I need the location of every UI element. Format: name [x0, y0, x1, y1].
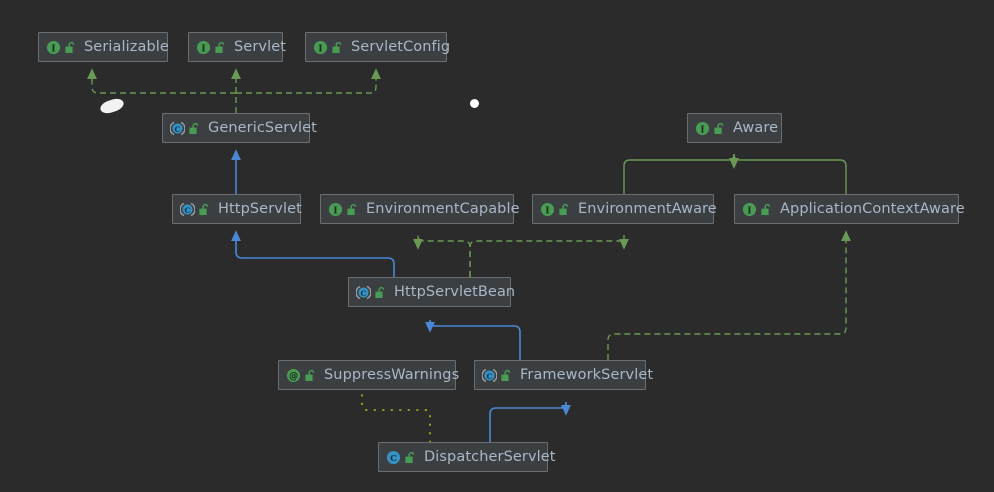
class-node-label: DispatcherServlet [424, 448, 556, 465]
abstract-class-icon: C [179, 202, 196, 217]
node-icon-group: I [46, 40, 77, 55]
node-icon-group: C [179, 202, 211, 217]
edge-frameworkservlet-extends-httpservletbean [425, 319, 521, 360]
public-lock-icon [500, 368, 513, 382]
public-lock-icon [374, 285, 387, 299]
node-icon-group: I [742, 202, 773, 217]
svg-text:I: I [333, 205, 337, 216]
node-icon-group: I [328, 202, 359, 217]
svg-text:I: I [201, 43, 205, 54]
edge-genericservlet-implements-group [87, 68, 381, 113]
cursor-blob-marker [98, 96, 126, 116]
public-lock-icon [558, 202, 571, 216]
class-node-servlet[interactable]: I Servlet [188, 32, 287, 62]
class-node-label: Servlet [234, 38, 287, 55]
class-node-dispatcherservlet[interactable]: C DispatcherServlet [378, 442, 555, 472]
svg-text:I: I [700, 124, 704, 135]
interface-icon: I [196, 40, 211, 55]
class-node-label: EnvironmentAware [578, 200, 717, 217]
public-lock-icon [188, 121, 201, 135]
edge-httpservletbean-implements-environmentaware [469, 234, 629, 277]
class-node-genericservlet[interactable]: C GenericServlet [162, 113, 317, 143]
node-icon-group: C [481, 368, 513, 383]
public-lock-icon [214, 40, 227, 54]
annotation-icon: @ [286, 368, 301, 383]
class-node-httpservletbean[interactable]: C HttpServletBean [348, 277, 515, 307]
class-node-label: Serializable [84, 38, 169, 55]
abstract-class-icon: C [169, 121, 186, 136]
edge-frameworkservlet-implements-applicationcontextaware [607, 230, 851, 360]
node-icon-group: I [540, 202, 571, 217]
node-icon-group: I [313, 40, 344, 55]
public-lock-icon [760, 202, 773, 216]
public-lock-icon [713, 121, 726, 135]
edge-dispatcherservlet-extends-frameworkservlet [489, 401, 571, 442]
class-node-aware[interactable]: I Aware [687, 113, 782, 143]
node-icon-group: C [386, 450, 417, 465]
node-icon-group: I [196, 40, 227, 55]
public-lock-icon [198, 202, 211, 216]
node-icon-group: C [169, 121, 201, 136]
class-node-applicationcontextaware[interactable]: I ApplicationContextAware [734, 194, 965, 224]
class-node-label: HttpServletBean [394, 283, 516, 300]
svg-text:I: I [51, 43, 55, 54]
edge-environmentaware-extends-aware [623, 153, 739, 194]
svg-text:I: I [318, 43, 322, 54]
class-node-httpservlet[interactable]: C HttpServlet [172, 194, 302, 224]
class-node-label: SuppressWarnings [324, 366, 460, 383]
class-node-label: FrameworkServlet [520, 366, 654, 383]
class-node-label: HttpServlet [218, 200, 302, 217]
class-node-frameworkservlet[interactable]: C FrameworkServlet [474, 360, 653, 390]
class-icon: C [386, 450, 401, 465]
node-icon-group: I [695, 121, 726, 136]
class-node-suppresswarnings[interactable]: @ SuppressWarnings [278, 360, 460, 390]
interface-icon: I [313, 40, 328, 55]
class-node-serializable[interactable]: I Serializable [38, 32, 169, 62]
class-node-environmentaware[interactable]: I EnvironmentAware [532, 194, 717, 224]
edge-httpservletbean-implements-environmentcapable [413, 234, 471, 277]
class-node-servletconfig[interactable]: I ServletConfig [305, 32, 451, 62]
abstract-class-icon: C [481, 368, 498, 383]
public-lock-icon [64, 40, 77, 54]
interface-icon: I [328, 202, 343, 217]
svg-text:@: @ [289, 371, 298, 382]
class-node-environmentcapable[interactable]: I EnvironmentCapable [320, 194, 520, 224]
edge-httpservletbean-extends-httpservlet [231, 230, 395, 277]
class-node-label: ServletConfig [351, 38, 451, 55]
interface-icon: I [695, 121, 710, 136]
public-lock-icon [346, 202, 359, 216]
class-node-label: EnvironmentCapable [366, 200, 520, 217]
svg-text:I: I [747, 205, 751, 216]
interface-icon: I [742, 202, 757, 217]
public-lock-icon [331, 40, 344, 54]
node-icon-group: C [355, 285, 387, 300]
public-lock-icon [404, 450, 417, 464]
edge-applicationcontextaware-extends-aware [729, 153, 847, 194]
svg-text:C: C [487, 371, 493, 380]
class-node-label: Aware [733, 119, 779, 136]
node-icon-group: @ [286, 368, 317, 383]
interface-icon: I [540, 202, 555, 217]
svg-text:I: I [545, 205, 549, 216]
white-dot-marker [470, 99, 479, 108]
class-node-label: GenericServlet [208, 119, 317, 136]
class-node-label: ApplicationContextAware [780, 200, 965, 217]
svg-text:C: C [361, 288, 367, 297]
abstract-class-icon: C [355, 285, 372, 300]
svg-text:C: C [185, 205, 191, 214]
svg-text:C: C [390, 453, 397, 463]
edge-dispatcherservlet-annotated-suppresswarnings [360, 388, 432, 444]
public-lock-icon [304, 368, 317, 382]
svg-text:C: C [175, 124, 181, 133]
interface-icon: I [46, 40, 61, 55]
